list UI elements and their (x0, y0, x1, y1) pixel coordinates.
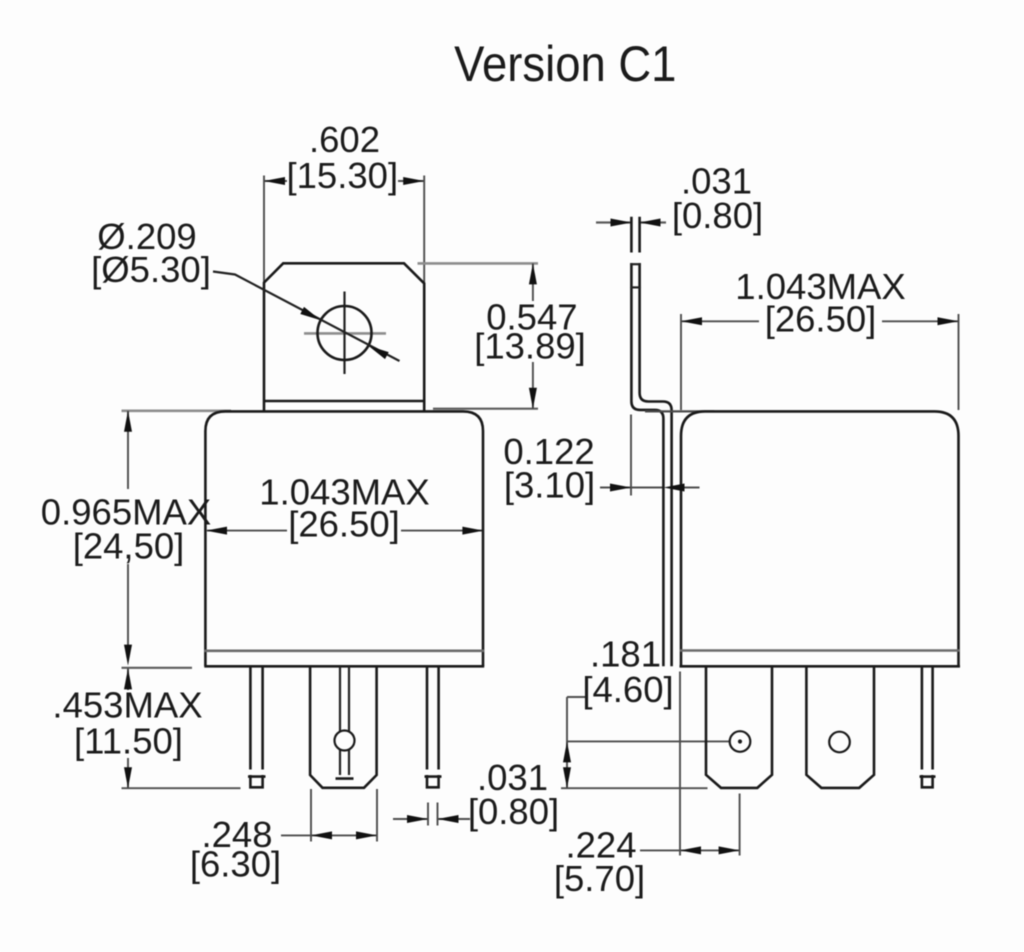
svg-text:Version C1: Version C1 (454, 37, 676, 93)
svg-text:[26.50]: [26.50] (288, 504, 400, 545)
svg-text:[Ø5.30]: [Ø5.30] (91, 249, 211, 290)
svg-text:[4.60]: [4.60] (582, 669, 673, 710)
svg-text:0.547: 0.547 (486, 297, 577, 338)
svg-text:.181: .181 (590, 634, 661, 675)
svg-text:[13.89]: [13.89] (474, 326, 586, 367)
svg-text:[24,50]: [24,50] (73, 526, 185, 567)
svg-text:[5.70]: [5.70] (554, 858, 645, 899)
svg-text:Ø.209: Ø.209 (97, 216, 196, 257)
svg-text:.031: .031 (477, 757, 548, 798)
svg-text:[0.80]: [0.80] (468, 791, 559, 832)
svg-text:[3.10]: [3.10] (504, 465, 595, 506)
svg-text:.248: .248 (201, 814, 272, 855)
svg-text:.453MAX: .453MAX (52, 685, 202, 726)
svg-text:[15.30]: [15.30] (286, 155, 398, 196)
svg-text:0.965MAX: 0.965MAX (41, 492, 211, 533)
svg-text:1.043MAX: 1.043MAX (735, 266, 905, 307)
svg-text:.031: .031 (681, 161, 752, 202)
svg-text:1.043MAX: 1.043MAX (259, 472, 429, 513)
svg-text:[0.80]: [0.80] (672, 195, 763, 236)
svg-text:[26.50]: [26.50] (765, 299, 877, 340)
svg-text:[11.50]: [11.50] (74, 721, 183, 762)
svg-text:0.122: 0.122 (503, 431, 594, 472)
svg-text:.602: .602 (309, 119, 380, 160)
svg-text:.224: .224 (565, 825, 636, 866)
svg-text:[6.30]: [6.30] (190, 844, 281, 885)
